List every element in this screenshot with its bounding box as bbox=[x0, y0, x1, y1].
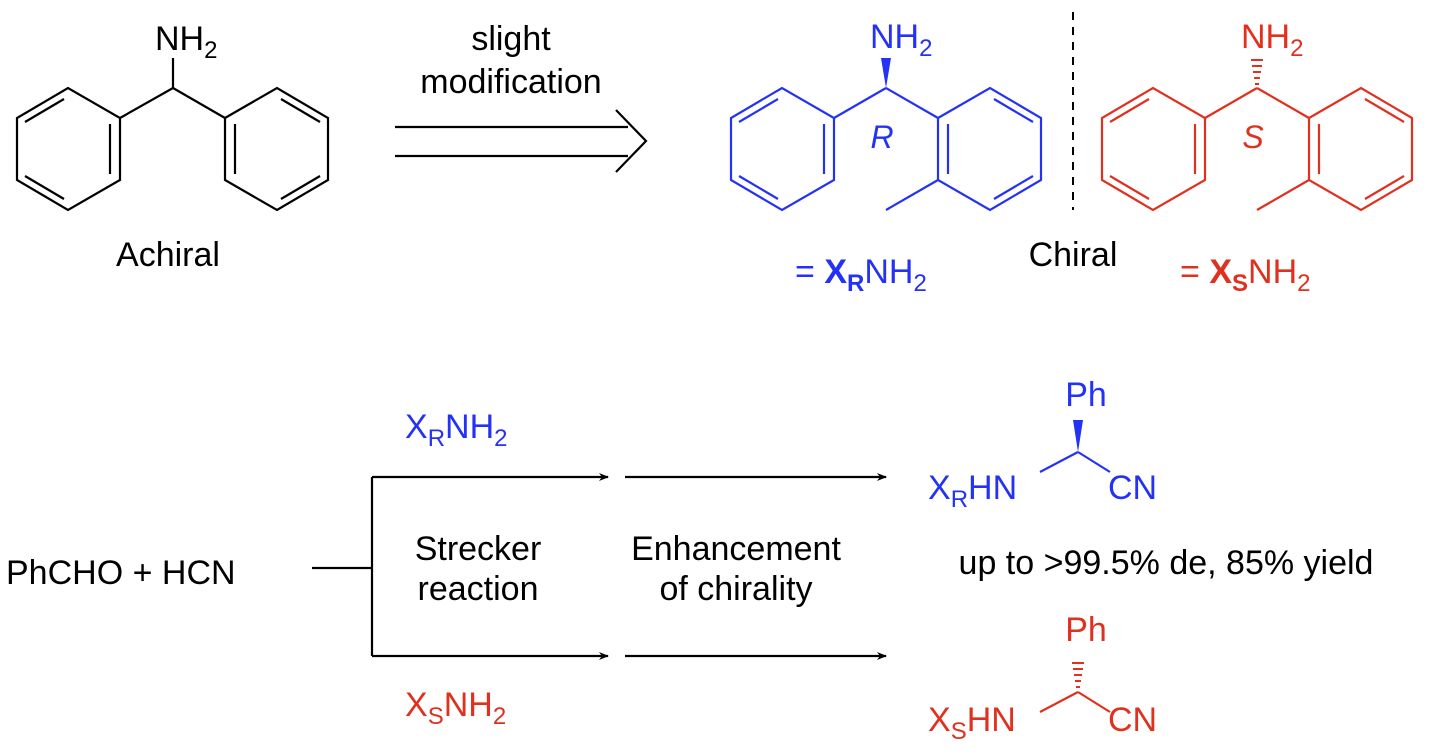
s-stereo-descriptor: S bbox=[1242, 119, 1263, 155]
step1-label-line1: Strecker bbox=[415, 530, 542, 568]
s-amine-abbreviation: = XSNH2 bbox=[1180, 253, 1310, 297]
reactants-label: PhCHO + HCN bbox=[6, 554, 236, 592]
s-amine-label: NH2 bbox=[1241, 18, 1303, 62]
s-amine-structure bbox=[1100, 86, 1414, 212]
step1-label-line2: reaction bbox=[418, 570, 539, 608]
achiral-amine-label: NH2 bbox=[155, 20, 217, 64]
lower-product-hashed-bond bbox=[1072, 662, 1084, 688]
upper-product-nitrile: CN bbox=[1108, 469, 1157, 507]
upper-product-bonds bbox=[1039, 451, 1111, 473]
r-amine-label: NH2 bbox=[870, 18, 932, 62]
r-wedge-bond bbox=[881, 58, 891, 88]
step2-label-line2: of chirality bbox=[659, 570, 812, 608]
step2-label-line1: Enhancement bbox=[631, 530, 841, 568]
upper-reagent: XRNH2 bbox=[405, 408, 508, 452]
lower-reagent: XSNH2 bbox=[405, 686, 506, 730]
branch-lines bbox=[312, 477, 374, 656]
r-stereo-descriptor: R bbox=[870, 119, 893, 155]
upper-product-ph: Ph bbox=[1065, 376, 1107, 414]
result-text: up to >99.5% de, 85% yield bbox=[959, 544, 1374, 582]
lower-product-ph: Ph bbox=[1065, 611, 1107, 649]
upper-product-amine: XRHN bbox=[928, 469, 1017, 513]
chiral-label: Chiral bbox=[1029, 236, 1118, 274]
modification-double-arrow bbox=[395, 109, 648, 173]
achiral-label: Achiral bbox=[116, 236, 220, 274]
r-amine-structure bbox=[729, 86, 1043, 212]
lower-product-nitrile: CN bbox=[1108, 701, 1157, 739]
s-hashed-bond bbox=[1251, 59, 1263, 85]
lower-product-bonds bbox=[1039, 691, 1111, 713]
lower-product-amine: XSHN bbox=[928, 701, 1016, 745]
upper-product-wedge bbox=[1073, 420, 1083, 452]
r-amine-abbreviation: = XRNH2 bbox=[795, 253, 927, 297]
arrow-label-line1: slight bbox=[471, 20, 551, 58]
achiral-benzhydrylamine-structure bbox=[15, 58, 330, 212]
arrow-label-line2: modification bbox=[420, 63, 601, 101]
